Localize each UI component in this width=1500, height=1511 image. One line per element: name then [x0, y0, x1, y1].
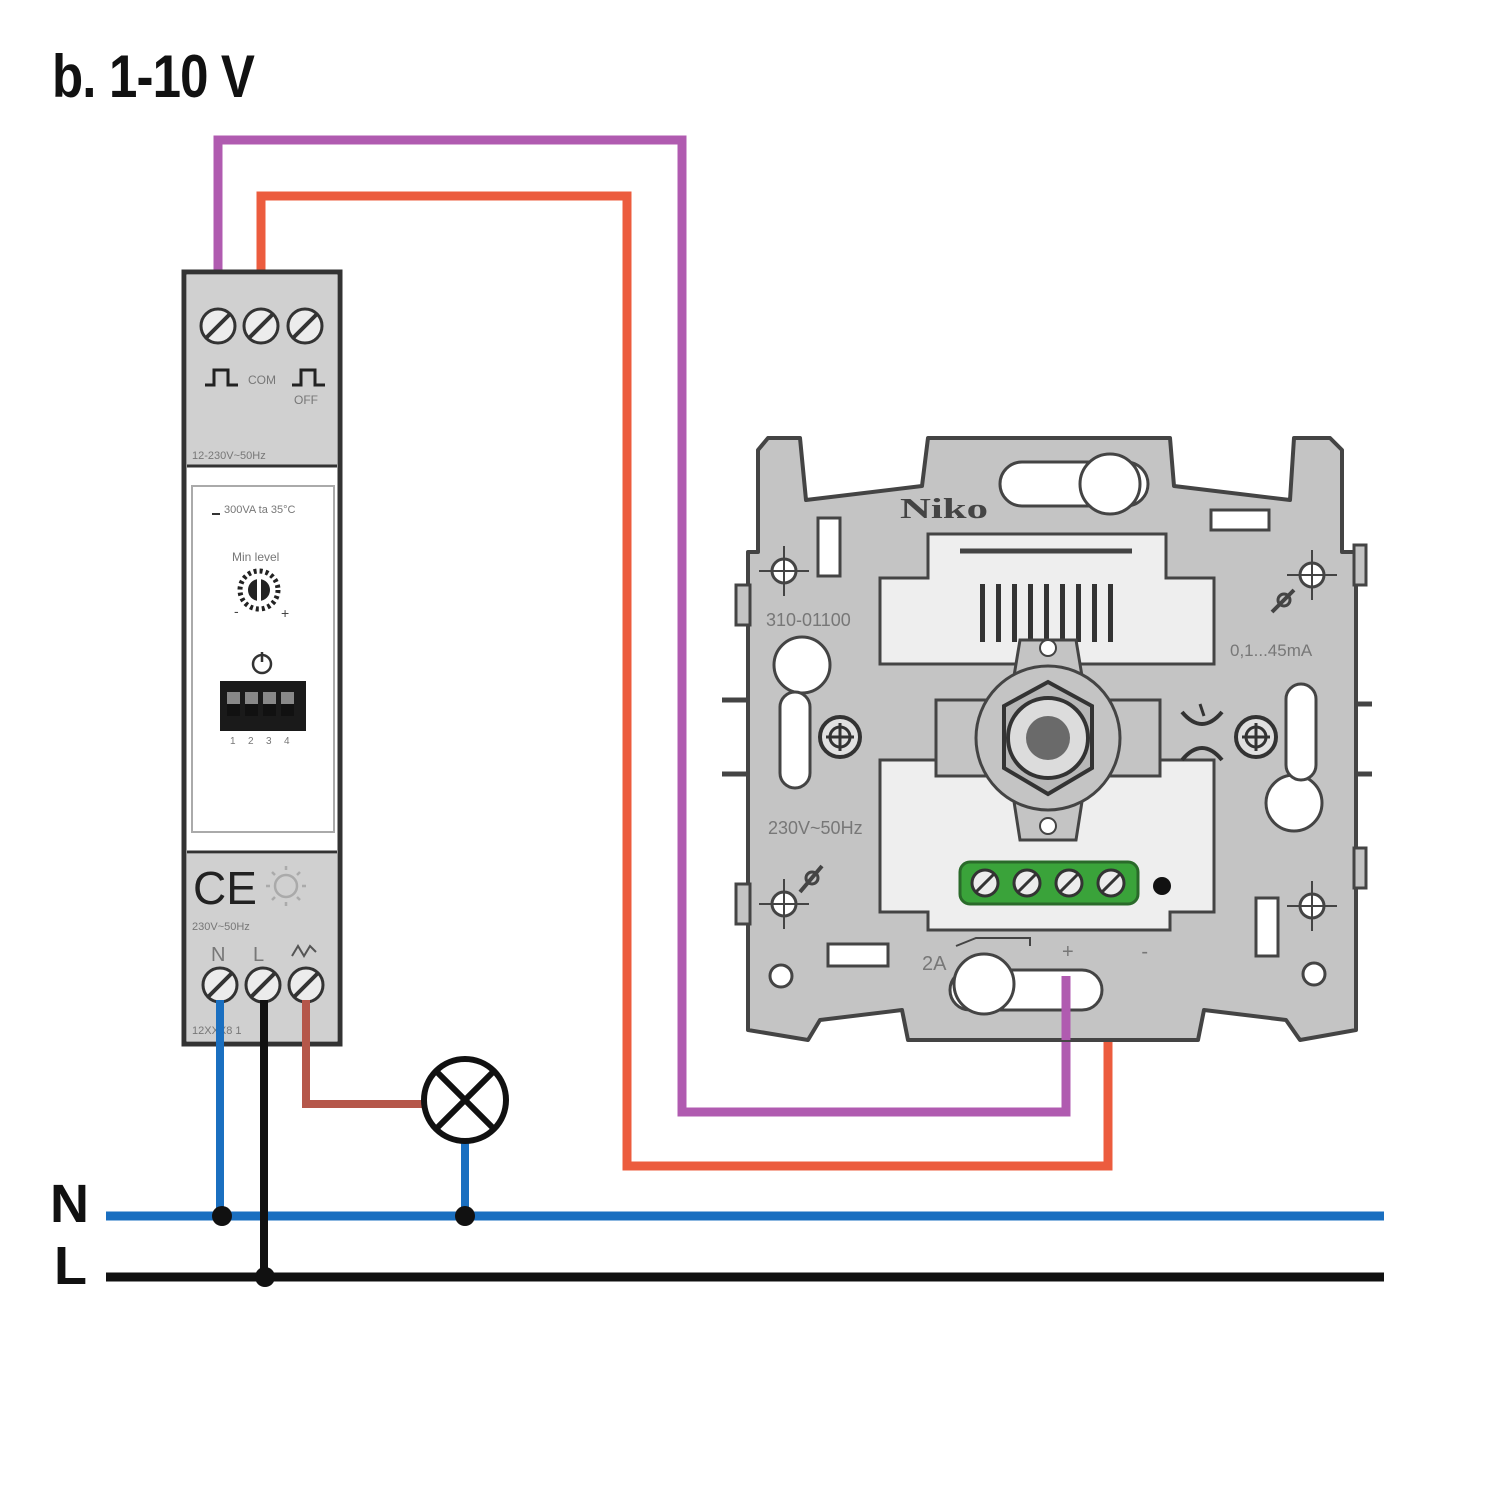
- label-off: OFF: [294, 393, 318, 407]
- live-bus-label: L: [54, 1236, 87, 1296]
- control-wire-orange: [256, 191, 1113, 1171]
- niko-dimmer-insert: Niko: [722, 436, 1372, 1042]
- terminal-label-l: L: [253, 944, 264, 966]
- potentiometer-icon: - +: [234, 568, 289, 621]
- svg-text:-: -: [234, 603, 239, 619]
- screw-hole-icon: [759, 879, 809, 929]
- screw-hole-icon: [1287, 881, 1337, 931]
- supply-label-bottom: 230V~50Hz: [192, 921, 250, 933]
- dip-switch-icon: [220, 681, 306, 731]
- junction-dot-live: [255, 1267, 275, 1287]
- screw-terminal-icon: [287, 966, 325, 1004]
- supply-label-top: 12-230V~50Hz: [192, 450, 266, 462]
- din-dimmer-module: COM OFF 12-230V~50Hz 300VA ta 35°C Min l…: [181, 269, 343, 1047]
- power-icon: [251, 652, 273, 675]
- terminal-label-n: N: [211, 944, 225, 966]
- control-input-symbol-icon: [955, 937, 1031, 947]
- control-wire-purple: [213, 135, 1071, 1117]
- screw-terminal-icon: [199, 307, 237, 345]
- min-level-label: Min level: [232, 550, 279, 564]
- rating-label: 300VA ta 35°C: [224, 504, 296, 516]
- dip-number-4: 4: [284, 736, 290, 747]
- ce-mark: CE: [193, 862, 257, 914]
- svg-text:+: +: [281, 605, 289, 621]
- screw-terminal-icon: [201, 966, 239, 1004]
- rotary-shaft-icon: [934, 638, 1162, 842]
- lamp-icon: [421, 1056, 509, 1144]
- screw-terminal-icon: [242, 307, 280, 345]
- fixing-screw-icon: [1234, 715, 1278, 759]
- control-terminal-block: [958, 860, 1140, 906]
- screw-terminal-icon: [286, 307, 324, 345]
- potentiometer-symbol-icon: [798, 864, 824, 894]
- junction-dot-lamp: [455, 1206, 475, 1226]
- indicator-dot: [1153, 877, 1171, 895]
- vent-slots: [980, 584, 1113, 642]
- diagram-title: b. 1-10 V: [52, 43, 255, 110]
- switched-load-wire: [302, 1000, 426, 1108]
- screw-terminal-icon: [244, 966, 282, 1004]
- brand-logo: Niko: [900, 494, 988, 525]
- neutral-bus-label: N: [50, 1174, 89, 1234]
- sun-icon: [266, 866, 306, 906]
- label-com: COM: [248, 373, 276, 387]
- fixing-screw-icon: [818, 715, 862, 759]
- dip-number-3: 3: [266, 736, 272, 747]
- dimmer-symbol-icon: [1180, 703, 1224, 762]
- junction-dot-neutral: [212, 1206, 232, 1226]
- dip-number-2: 2: [248, 736, 254, 747]
- insert-supply-label: 230V~50Hz: [768, 818, 863, 838]
- pulse-symbol-icon: [292, 368, 325, 387]
- screw-hole-icon: [1287, 550, 1337, 600]
- potentiometer-symbol-icon: [1270, 588, 1296, 614]
- dip-number-1: 1: [230, 736, 236, 747]
- screw-hole-icon: [759, 546, 809, 596]
- pulse-symbol-icon: [205, 368, 238, 387]
- load-output-icon: [291, 944, 317, 958]
- fuse-label: 2A: [922, 953, 947, 975]
- current-range-label: 0,1...45mA: [1230, 641, 1313, 660]
- article-number: 310-01100: [766, 610, 851, 630]
